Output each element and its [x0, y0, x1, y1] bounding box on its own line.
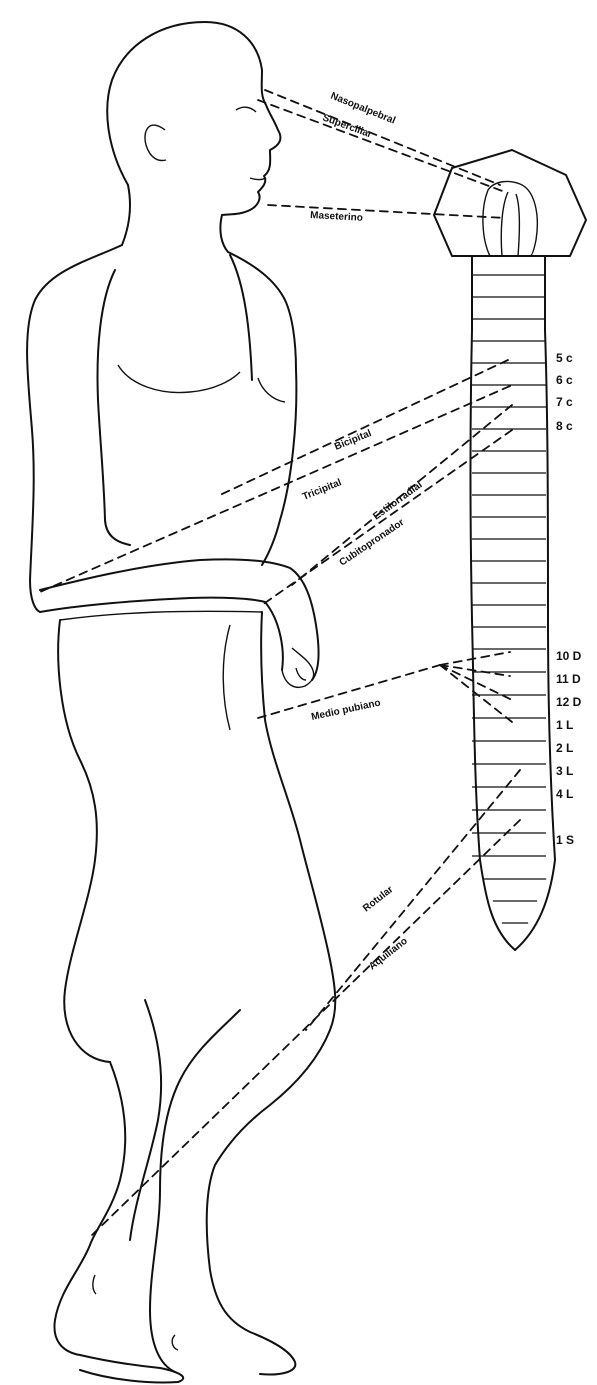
thigh-back — [58, 620, 110, 1062]
label-l2: 2 L — [556, 741, 573, 755]
arc-aquiliano — [92, 820, 520, 1235]
waist-line — [60, 611, 262, 730]
foot-marks — [93, 1275, 178, 1350]
brainstem-pentagon — [434, 150, 586, 256]
back-leg — [54, 1062, 125, 1355]
chest-line — [118, 365, 285, 402]
back-leg-front — [130, 1000, 161, 1240]
head-outline — [107, 22, 280, 215]
segment-labels: 5 c 6 c 7 c 8 c 10 D 11 D 12 D 1 L 2 L 3… — [556, 351, 582, 847]
label-medio-pubiano: Medio pubiano — [310, 698, 381, 723]
reflex-arcs: Nasopalpebral Superciliar Maseterino Bic… — [40, 90, 520, 1235]
label-tricipital: Tricipital — [301, 477, 343, 503]
label-l3: 3 L — [556, 764, 573, 778]
label-aquiliano: Aquiliano — [367, 936, 410, 973]
label-d12: 12 D — [556, 695, 582, 709]
label-c7: 7 c — [556, 395, 573, 409]
back-outline — [27, 245, 122, 612]
label-l1: 1 L — [556, 718, 573, 732]
label-rotular: Rotular — [361, 884, 395, 914]
label-l4: 4 L — [556, 787, 573, 801]
human-figure — [27, 22, 335, 1383]
arc-bicipital — [220, 360, 508, 495]
label-c5: 5 c — [556, 351, 573, 365]
forearm-lower — [40, 598, 283, 670]
ear — [145, 125, 166, 160]
arc-medio-pubiano-fan4 — [440, 665, 512, 722]
eye — [236, 107, 256, 112]
label-d11: 11 D — [556, 672, 581, 686]
back-foot — [80, 1355, 183, 1383]
arc-nasopalpebral — [265, 90, 500, 185]
inner-leg — [150, 1010, 240, 1372]
front-torso — [228, 252, 296, 565]
arc-medio-pubiano-fan1 — [440, 652, 510, 665]
label-maseterino: Maseterino — [310, 210, 363, 224]
label-estilorradial: Estilorradial — [371, 479, 424, 522]
label-c8: 8 c — [556, 419, 573, 433]
hand — [282, 648, 314, 687]
brainstem-inner — [483, 182, 537, 256]
forearm — [40, 559, 319, 680]
mouth — [250, 178, 266, 180]
arc-tricipital — [40, 386, 510, 592]
upper-arm-back — [230, 255, 252, 380]
label-cubitopronador: Cubitopronador — [338, 517, 407, 568]
upper-arm — [98, 270, 130, 545]
label-s1: 1 S — [556, 833, 574, 847]
label-d10: 10 D — [556, 649, 582, 663]
cord-outline-right — [515, 256, 555, 950]
label-c6: 6 c — [556, 373, 573, 387]
front-leg — [207, 1030, 330, 1375]
neck-outline — [122, 185, 228, 252]
arc-maseterino — [268, 205, 505, 218]
